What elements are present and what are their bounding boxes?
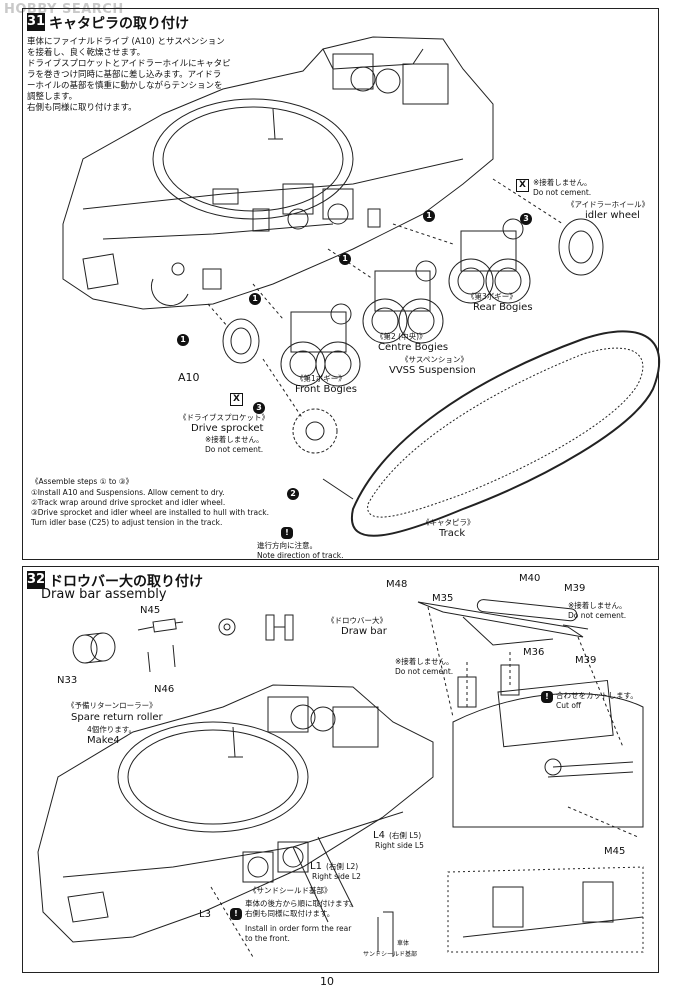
l1-right-jp: (右側 L2): [326, 862, 359, 871]
assemble-steps-title: 《Assemble steps ① to ③》: [31, 477, 133, 486]
part-n33: N33: [57, 675, 78, 686]
jp-instruction-line: ーホイルの基部を慎重に動かしながらテンションを: [27, 81, 223, 91]
sand-shield-jp: 右側も同様に取付けます。: [245, 909, 335, 918]
part-m39: M39: [564, 583, 586, 594]
step-2-marker: 2: [287, 488, 299, 500]
make-count-jp: 4個作ります。: [87, 725, 137, 734]
step-1-marker: 1: [249, 293, 261, 305]
jp-instruction-line: ドライブスプロケットとアイドラーホイルにキャタピ: [27, 59, 231, 69]
assemble-step: Turn idler base (C25) to adjust tension …: [31, 518, 223, 527]
note-icon: !: [230, 908, 242, 920]
jp-instruction-line: ラを巻きつけ同時に基部に差し込みます。アイドラ: [27, 70, 222, 80]
direction-note-jp: 進行方向に注意。: [257, 541, 317, 550]
drawbar-label-en: Draw bar: [341, 626, 387, 637]
page-number: 10: [320, 975, 334, 988]
step-31-panel: 31 キャタピラの取り付け 車体にファイナルドライブ (A10) とサスペンショ…: [22, 8, 661, 560]
step-title: ドロウバー大の取り付け: [49, 574, 203, 590]
cutoff-jp: 合わせをカットします。: [556, 691, 638, 700]
sprocket-label-jp: 《ドライブスプロケット》: [179, 413, 269, 422]
sand-shield-jp: 車体の後方から順に取付けます。: [245, 899, 357, 908]
idler-no-cement-jp: ※接着しません。: [533, 178, 592, 187]
sprocket-label-en: Drive sprocket: [191, 423, 264, 434]
inset-label: サンドシールド基部: [363, 951, 418, 958]
inset-label: 車体: [397, 940, 410, 947]
spare-roller-jp: 《予備リターンローラー》: [67, 701, 157, 710]
assemble-step: ②Track wrap around drive sprocket and id…: [31, 498, 226, 507]
part-m45: M45: [604, 846, 626, 857]
no-cement-mark: X: [516, 179, 529, 192]
idler-no-cement-en: Do not cement.: [533, 188, 592, 197]
assemble-step: ③Drive sprocket and idler wheel are inst…: [31, 508, 269, 517]
sprocket-no-cement-jp: ※接着しません。: [205, 435, 264, 444]
direction-note-en: Note direction of track.: [257, 551, 344, 560]
centre-bogies-en: Centre Bogies: [378, 342, 449, 353]
l4-right-jp: (右側 L5): [389, 831, 422, 840]
part-m35: M35: [432, 593, 454, 604]
spare-roller-en: Spare return roller: [71, 712, 163, 723]
rear-bogies-jp: 《第3ボギー》: [467, 292, 517, 301]
vvss-jp: 《サスペンション》: [401, 355, 468, 364]
front-bogies-jp: 《第1ボギー》: [296, 374, 346, 383]
note-icon: !: [541, 691, 553, 703]
part-m36: M36: [523, 647, 545, 658]
track-label-jp: 《キャタピラ》: [422, 518, 475, 527]
step-subtitle: Draw bar assembly: [41, 587, 167, 602]
part-m40: M40: [519, 573, 541, 584]
step-1-marker: 1: [177, 334, 189, 346]
part-a10: A10: [178, 371, 200, 384]
step-1-marker: 1: [339, 253, 351, 265]
drawbar-label-jp: 《ドロウバー大》: [327, 616, 387, 625]
step-3-marker: 3: [520, 213, 532, 225]
part-m39: M39: [575, 655, 597, 666]
l1-right-en: Right side L2: [312, 872, 361, 881]
no-cement-jp: ※接着しません。: [568, 601, 627, 610]
no-cement-en: Do not cement.: [395, 667, 454, 676]
sand-shield-title: 《サンドシールド基部》: [249, 886, 332, 895]
sprocket-no-cement-en: Do not cement.: [205, 445, 264, 454]
jp-instruction-line: 右側も同様に取り付けます。: [27, 103, 137, 113]
part-n45: N45: [140, 605, 161, 616]
step-32-panel: 32 ドロウバー大の取り付け Draw bar assembly: [22, 566, 659, 973]
vvss-en: VVSS Suspension: [389, 365, 476, 376]
step-number: 31: [27, 13, 46, 31]
step-title: キャタピラの取り付け: [49, 16, 189, 32]
part-l3: L3: [199, 909, 211, 920]
cutoff-en: Cut off: [556, 701, 582, 710]
make-count-en: Make4: [87, 735, 120, 746]
sand-shield-en: to the front.: [245, 934, 290, 943]
track-label-en: Track: [439, 528, 466, 539]
l4-right-en: Right side L5: [375, 841, 424, 850]
no-cement-jp: ※接着しません。: [395, 657, 454, 666]
step-number: 32: [27, 571, 46, 589]
jp-instruction-line: 調整します。: [27, 92, 78, 102]
front-bogies-en: Front Bogies: [295, 384, 357, 395]
drawbar-drawing: [37, 599, 644, 958]
no-cement-en: Do not cement.: [568, 611, 627, 620]
hull-drawing: [62, 36, 661, 537]
step-1-marker: 1: [423, 210, 435, 222]
note-icon: !: [281, 527, 293, 539]
idler-label-en: idler wheel: [585, 210, 640, 221]
idler-label-jp: 《アイドラーホイール》: [567, 200, 650, 209]
part-l1: L1: [310, 861, 322, 872]
part-n46: N46: [154, 684, 175, 695]
step-3-marker: 3: [253, 402, 265, 414]
assemble-step: ①Install A10 and Suspensions. Allow ceme…: [31, 488, 225, 497]
jp-instruction-line: を接着し、良く乾燥させます。: [27, 48, 146, 58]
no-cement-mark: X: [230, 393, 243, 406]
part-m48: M48: [386, 579, 408, 590]
centre-bogies-jp: 《第2 (中央)》: [376, 332, 427, 341]
jp-instruction-line: 車体にファイナルドライブ (A10) とサスペンション: [27, 37, 225, 47]
part-l4: L4: [373, 830, 385, 841]
sand-shield-en: Install in order form the rear: [245, 924, 352, 933]
rear-bogies-en: Rear Bogies: [473, 302, 533, 313]
